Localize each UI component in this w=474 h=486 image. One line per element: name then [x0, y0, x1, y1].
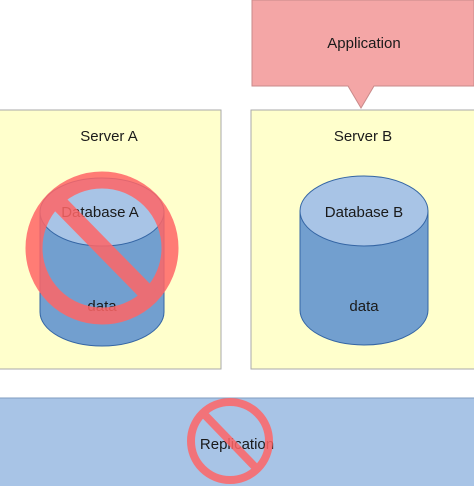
database-b-cylinder: Database B data — [299, 175, 429, 346]
server-a: Server A Database A data — [0, 109, 222, 370]
no-entry-icon — [25, 171, 179, 325]
application-node: Application — [251, 0, 474, 109]
server-b-label: Server B — [334, 128, 392, 145]
server-a-label: Server A — [80, 128, 138, 145]
replication-bar — [0, 397, 474, 486]
database-b-label: Database B — [325, 204, 403, 221]
database-b-top — [299, 175, 429, 247]
no-entry-icon — [187, 398, 273, 484]
database-b-body — [299, 210, 429, 346]
server-b: Server B Database B data — [250, 109, 474, 370]
application-box — [251, 0, 474, 109]
application-label: Application — [327, 35, 400, 52]
database-b-data-label: data — [349, 298, 379, 315]
replication-node: Replication — [0, 397, 474, 486]
